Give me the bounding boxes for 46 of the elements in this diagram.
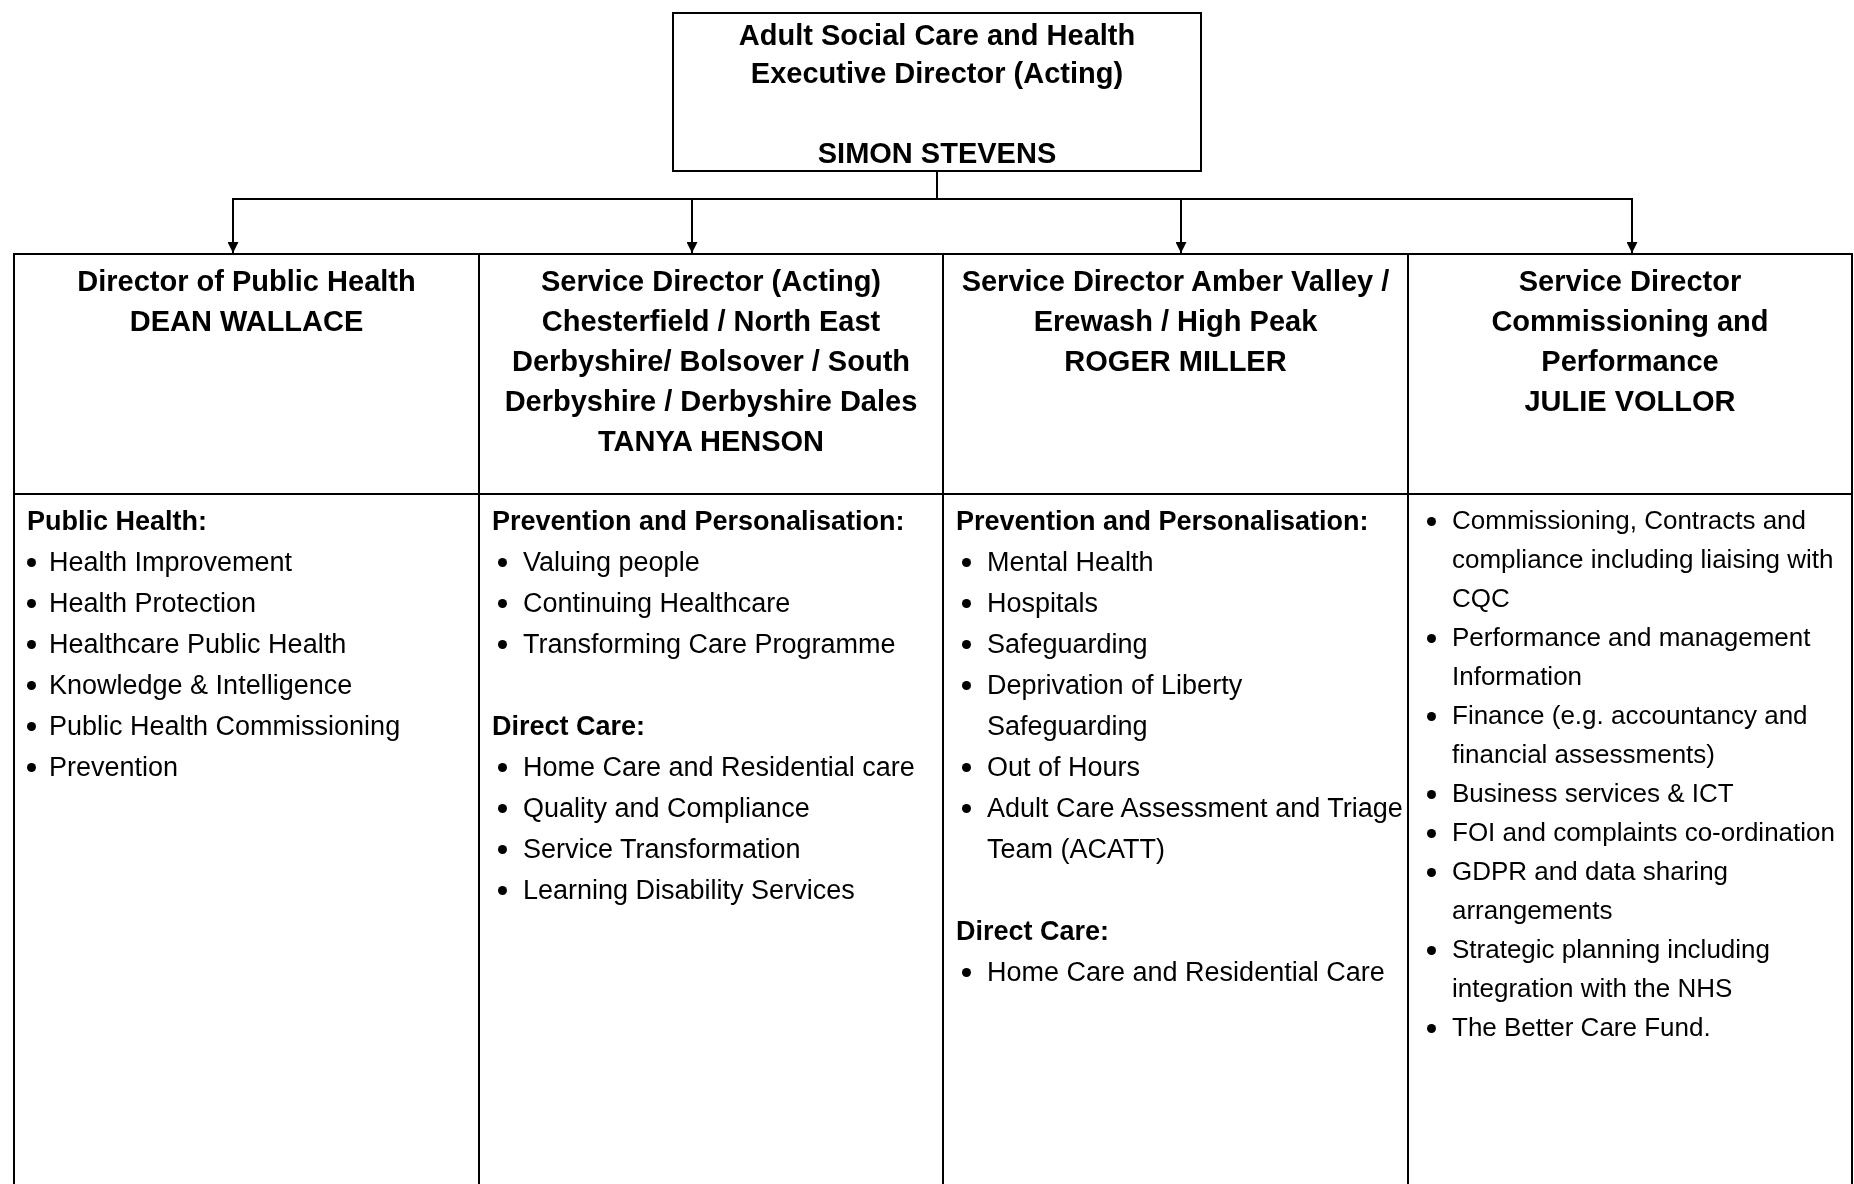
section-heading: Direct Care: xyxy=(956,915,1111,948)
role-box xyxy=(1407,253,1853,495)
role-box xyxy=(13,253,480,495)
director-box xyxy=(672,12,1202,172)
section-heading: Prevention and Personalisation: xyxy=(492,505,906,538)
bullet-item: GDPR and data sharing arrangements xyxy=(1421,852,1851,930)
role-title: Service Director Commissioning and Performance xyxy=(1490,264,1770,379)
bullet-item: Knowledge & Intelligence xyxy=(27,665,478,706)
bullet-item: Service Transformation xyxy=(492,829,942,870)
bullet-item: Continuing Healthcare xyxy=(492,583,942,624)
person-name: TANYA HENSON xyxy=(596,424,826,459)
bullet-item: Prevention xyxy=(27,747,478,788)
bullet-item: Health Protection xyxy=(27,583,478,624)
person-name: DEAN WALLACE xyxy=(128,304,365,339)
bullet-item: Health Improvement xyxy=(27,542,478,583)
bullet-item: Quality and Compliance xyxy=(492,788,942,829)
bullet-item: Hospitals xyxy=(956,583,1407,624)
role-title: Service Director Amber Valley / Erewash / High Peak xyxy=(960,264,1391,339)
role-title: Director of Public Health xyxy=(76,264,417,299)
section-heading: Direct Care: xyxy=(492,710,647,743)
role-title: Adult Social Care and Health Executive Director (Acting) xyxy=(737,18,1137,91)
section-heading: Prevention and Personalisation: xyxy=(956,505,1370,538)
section-heading: Public Health: xyxy=(27,505,209,538)
person-name: JULIE VOLLOR xyxy=(1523,384,1737,419)
bullet-item: Commissioning, Contracts and compliance including liaising with CQC xyxy=(1421,501,1851,618)
bullet-item: Transforming Care Programme xyxy=(492,624,942,665)
bullet-item: Safeguarding xyxy=(956,624,1407,665)
person-name: ROGER MILLER xyxy=(1063,344,1288,379)
bullet-item: Learning Disability Services xyxy=(492,870,942,911)
role-title: Service Director (Acting) Chesterfield / North East Derbyshire/ Bolsover / South Derbyshire / Derbyshire Dales xyxy=(503,264,919,419)
bullet-item: Performance and management Information xyxy=(1421,618,1851,696)
bullet-item: Home Care and Residential Care xyxy=(956,952,1407,993)
bullet-item: Public Health Commissioning xyxy=(27,706,478,747)
bullet-item: Healthcare Public Health xyxy=(27,624,478,665)
bullet-item: The Better Care Fund. xyxy=(1421,1008,1851,1047)
bullet-item: Home Care and Residential care xyxy=(492,747,942,788)
person-name: SIMON STEVENS xyxy=(816,136,1058,171)
bullet-item: Business services & ICT xyxy=(1421,774,1851,813)
bullet-item: Strategic planning including integration with the NHS xyxy=(1421,930,1851,1008)
bullet-item: Adult Care Assessment and Triage Team (ACATT) xyxy=(956,788,1407,870)
bullet-item: Out of Hours xyxy=(956,747,1407,788)
bullet-item: FOI and complaints co-ordination xyxy=(1421,813,1851,852)
bullet-item: Valuing people xyxy=(492,542,942,583)
bullet-item: Finance (e.g. accountancy and financial assessments) xyxy=(1421,696,1851,774)
bullet-item: Mental Health xyxy=(956,542,1407,583)
bullet-item: Deprivation of Liberty Safeguarding xyxy=(956,665,1407,747)
